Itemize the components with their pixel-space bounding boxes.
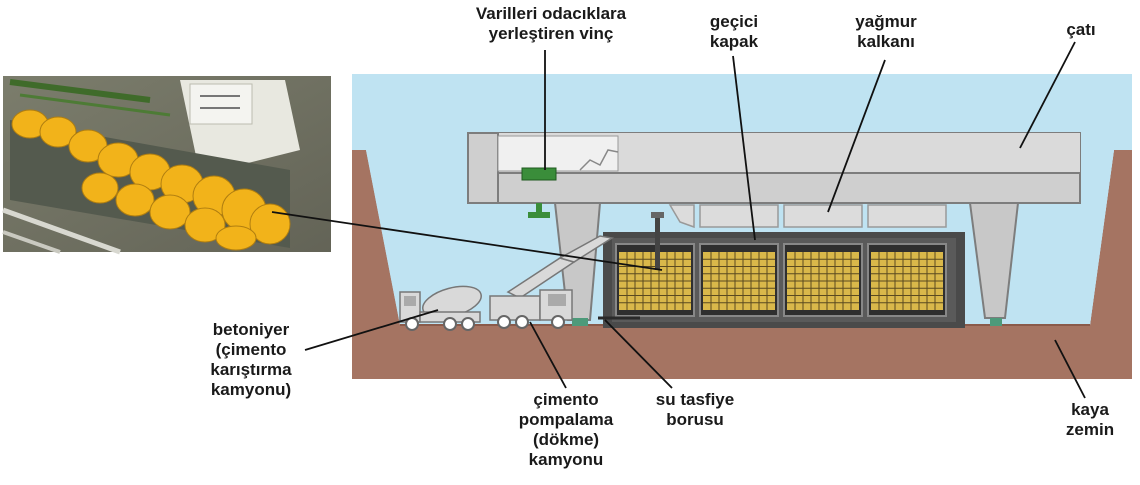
rain-shield-label-line-1: yağmur	[855, 12, 917, 31]
mixer-label-line-3: karıştırma	[210, 360, 292, 379]
crane-label-line-2: yerleştiren vinç	[488, 24, 614, 43]
drain-label-line-2: borusu	[666, 410, 724, 429]
pump-label-line-4: kamyonu	[528, 450, 604, 469]
bedrock-label: kaya zemin	[1050, 400, 1130, 440]
mixer-truck	[399, 285, 482, 331]
pump-label-line-3: (dökme)	[532, 430, 600, 449]
crane-label: Varilleri odacıklara yerleştiren vinç	[453, 4, 649, 44]
temp-cover-label-line-2: kapak	[709, 32, 759, 51]
mixer-label: betoniyer (çimento karıştırma kamyonu)	[186, 320, 316, 400]
drain-label: su tasfiye borusu	[640, 390, 750, 430]
support-column-right	[968, 202, 1020, 319]
leader-lines	[271, 41, 1086, 399]
crane-label-line-1: Varilleri odacıklara	[475, 4, 627, 23]
rain-shield	[668, 204, 947, 229]
cross-section	[352, 74, 1132, 379]
yellow-canisters	[11, 109, 291, 251]
roof-label-line-1: çatı	[1066, 20, 1096, 39]
pump-label-line-1: çimento	[533, 390, 599, 409]
mixer-label-line-2: (çimento	[215, 340, 287, 359]
crane	[521, 167, 664, 270]
pump-label: çimento pompalama (dökme) kamyonu	[510, 390, 622, 470]
rain-shield-label-line-2: kalkanı	[857, 32, 915, 51]
mixer-label-line-4: kamyonu)	[210, 380, 292, 399]
roof-label: çatı	[1052, 20, 1110, 40]
rain-shield-label: yağmur kalkanı	[838, 12, 934, 52]
pump-label-line-2: pompalama	[518, 410, 614, 429]
pump-truck	[489, 235, 615, 329]
bedrock-label-line-2: zemin	[1065, 420, 1115, 439]
photo-inset	[2, 76, 331, 255]
bedrock-label-line-1: kaya	[1071, 400, 1109, 419]
drain-label-line-1: su tasfiye	[655, 390, 735, 409]
mixer-label-line-1: betoniyer	[212, 320, 290, 339]
temp-cover-label: geçici kapak	[698, 12, 770, 52]
canister-grids	[619, 252, 943, 310]
temp-cover-label-line-1: geçici	[709, 12, 759, 31]
